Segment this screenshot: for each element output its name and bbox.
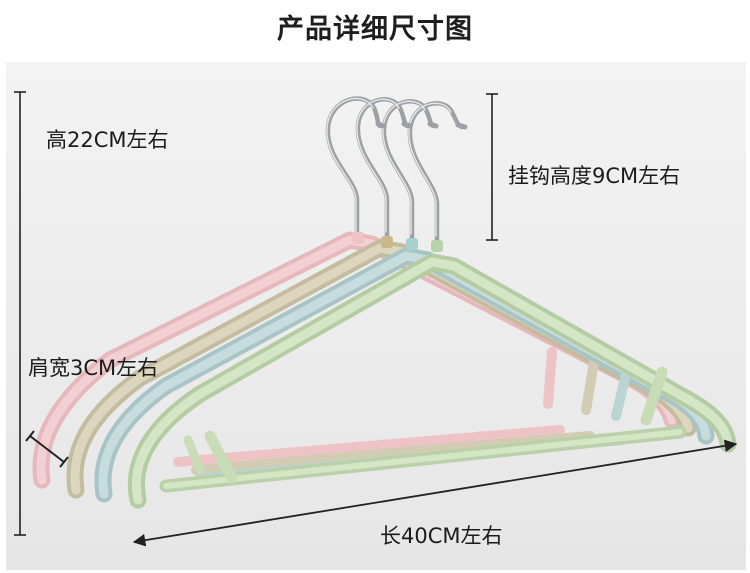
shoulder-width-label: 肩宽3CM左右: [28, 356, 159, 380]
height-dimension-line: [14, 91, 26, 536]
shoulder-width-marker: [25, 430, 69, 468]
hook-height-dimension-line: [486, 93, 498, 241]
length-dimension-arrow: [132, 439, 738, 547]
page-title: 产品详细尺寸图: [277, 14, 473, 45]
height-label: 高22CM左右: [46, 128, 169, 152]
hook-height-label: 挂钩高度9CM左右: [508, 164, 681, 188]
metal-hooks: [325, 96, 468, 243]
length-label: 长40CM左右: [380, 524, 503, 548]
